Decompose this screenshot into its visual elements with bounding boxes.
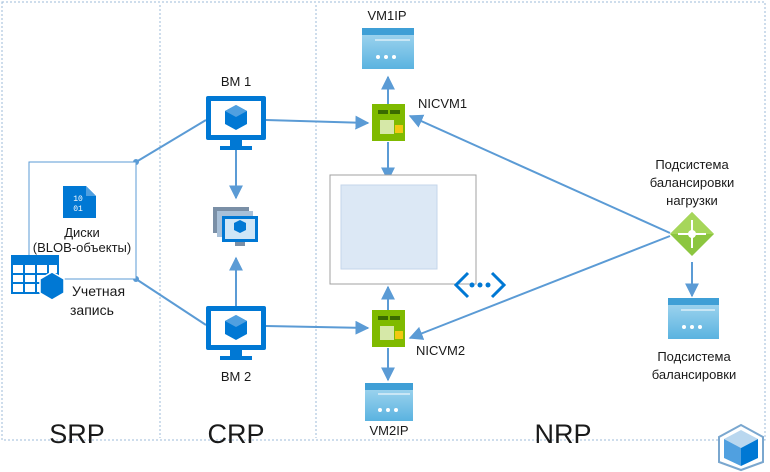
subnet-box [340, 184, 438, 270]
disk-blob-icon: 10 01 [63, 186, 96, 218]
vm2-monitor-icon [206, 306, 266, 360]
arrow-lb-nic1 [408, 114, 671, 234]
lb-frontend-label-line2: балансировки [652, 367, 736, 382]
vm1-monitor-icon [206, 96, 266, 150]
arrow-vm1-nic1 [265, 115, 370, 130]
disk-icon-digits-2: 01 [73, 205, 83, 214]
lb-label-line2: балансировки [650, 175, 734, 190]
lb-frontend-label-line1: Подсистема [657, 349, 731, 364]
account-label-line1: Учетная [72, 283, 125, 299]
vm1-label: ВМ 1 [221, 74, 251, 89]
vm1ip-label: VM1IP [367, 8, 406, 23]
connector-storage-vm2 [135, 278, 207, 326]
storage-account-icon [11, 255, 59, 294]
lb-frontend-ip-icon [668, 298, 719, 339]
lb-label-line1: Подсистема [655, 157, 729, 172]
lb-label-line3: нагрузки [666, 193, 718, 208]
column-title-nrp: NRP [534, 419, 591, 449]
availability-set-icon [213, 207, 258, 246]
vnet-endpoint-icon [453, 271, 507, 299]
disk-icon-digits-1: 10 [73, 195, 83, 204]
column-title-crp: CRP [207, 419, 264, 449]
disk-label-line1: Диски [64, 225, 100, 240]
vm2ip-public-ip-icon [365, 383, 413, 421]
disk-label-line2: (BLOB-объекты) [33, 240, 131, 255]
outer-frame [1, 1, 766, 441]
column-title-srp: SRP [49, 419, 105, 449]
account-label-line2: запись [70, 302, 114, 318]
vm2ip-label: VM2IP [369, 423, 408, 438]
nic2-label: NICVM2 [416, 343, 465, 358]
nic1-label: NICVM1 [418, 96, 467, 111]
azure-cube-logo-icon [718, 423, 764, 472]
connector-storage-vm1 [135, 119, 207, 163]
storage-account-hexagon-icon [39, 271, 65, 301]
arrow-lb-nic2 [408, 235, 671, 340]
arrow-vm2-nic2 [265, 320, 370, 335]
nic1-icon [372, 104, 405, 141]
nic2-icon [372, 310, 405, 347]
load-balancer-icon [670, 212, 714, 256]
vm1ip-public-ip-icon [362, 28, 414, 69]
vm2-label: ВМ 2 [221, 369, 251, 384]
